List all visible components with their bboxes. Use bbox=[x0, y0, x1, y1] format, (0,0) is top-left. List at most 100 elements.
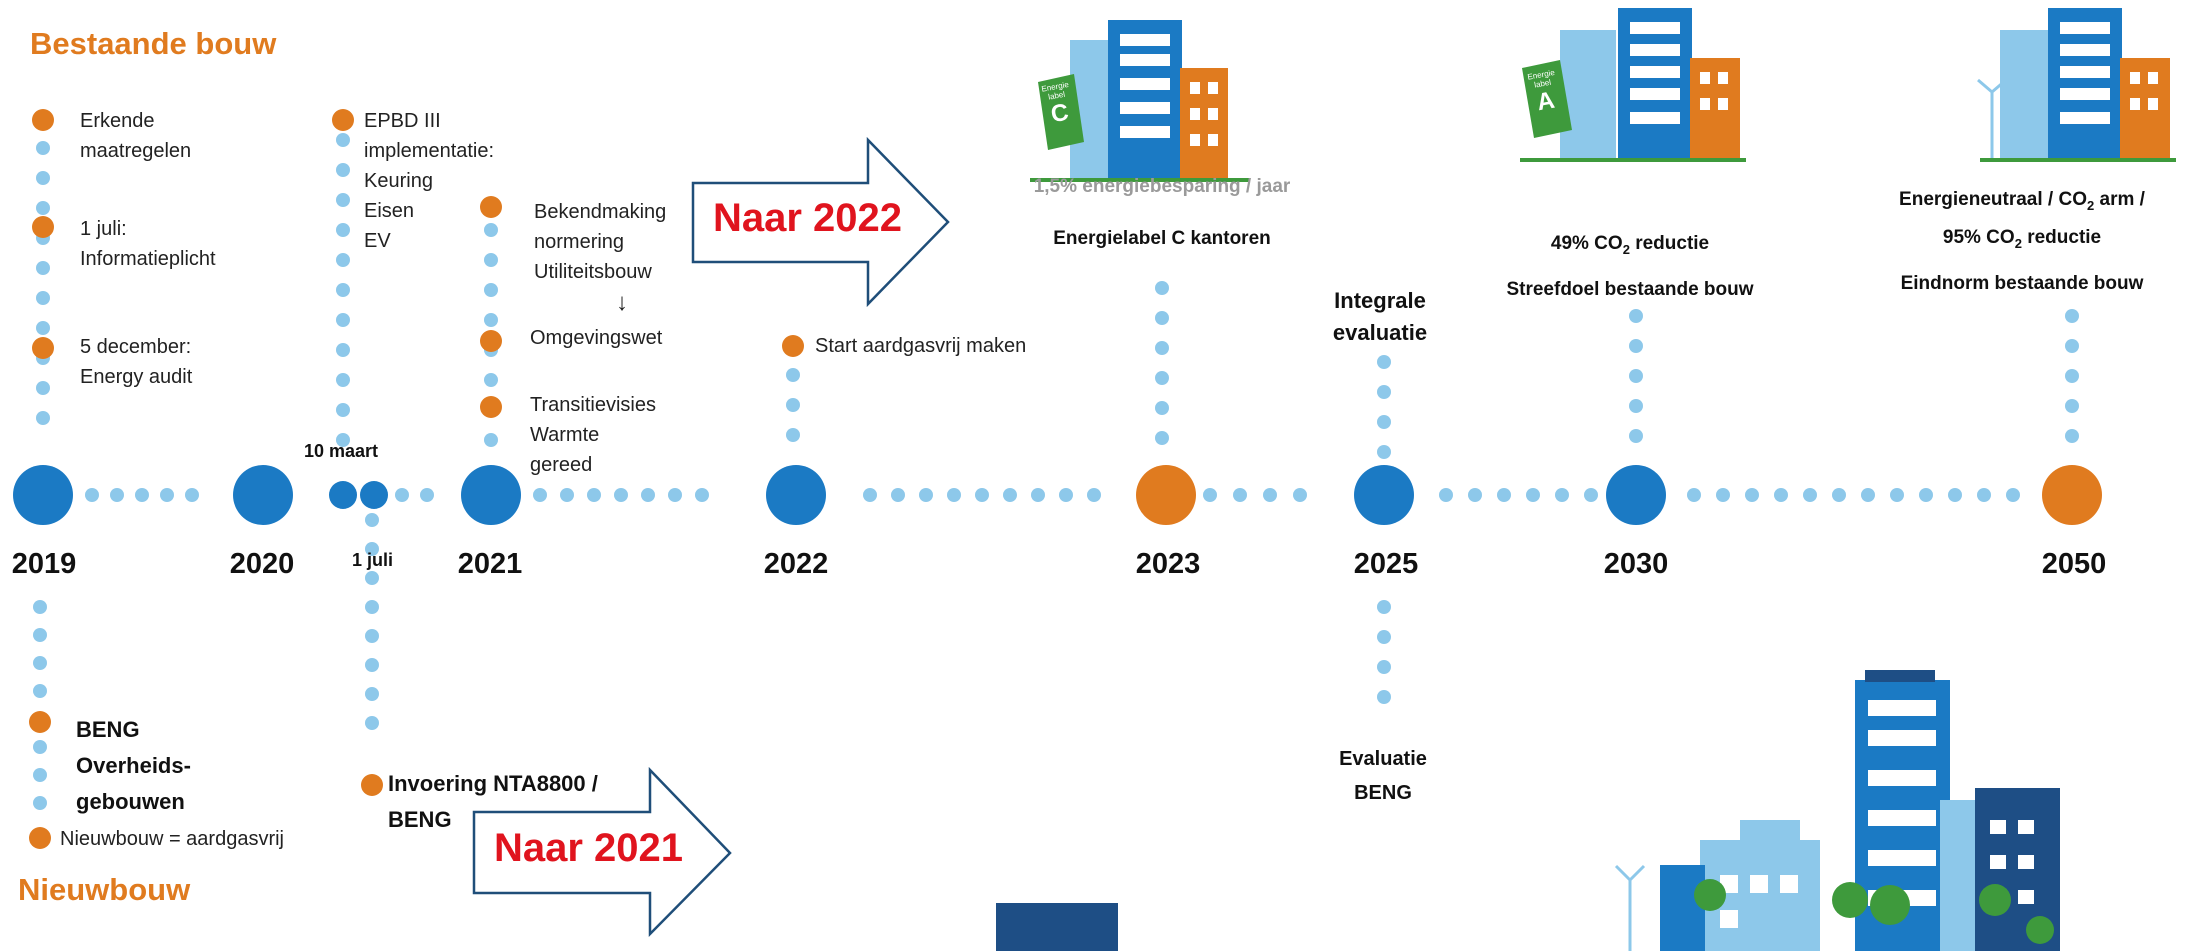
connector-dot bbox=[1629, 309, 1643, 323]
line: BENG bbox=[388, 807, 452, 832]
t: 2 bbox=[2014, 235, 2022, 251]
connector-dot bbox=[1745, 488, 1759, 502]
line: Energy audit bbox=[80, 366, 193, 388]
connector-dot bbox=[33, 768, 47, 782]
connector-dot bbox=[1803, 488, 1817, 502]
connector-dot bbox=[1468, 488, 1482, 502]
orange-bullet bbox=[332, 109, 354, 131]
line: Invoering NTA8800 / bbox=[388, 771, 598, 796]
text-energielabel-c: Energielabel C kantoren bbox=[1053, 228, 1271, 249]
connector-dot bbox=[919, 488, 933, 502]
connector-dot bbox=[1716, 488, 1730, 502]
connector-dot bbox=[1687, 488, 1701, 502]
orange-bullet bbox=[480, 330, 502, 352]
t: 2 bbox=[1622, 241, 1630, 257]
connector-dot bbox=[1155, 341, 1169, 355]
connector-dot bbox=[36, 321, 50, 335]
connector-dot bbox=[336, 373, 350, 387]
milestone-circle bbox=[461, 465, 521, 525]
connector-dot bbox=[1977, 488, 1991, 502]
text-2030-goal: 49% CO2 reductie Streefdoel bestaande bo… bbox=[1470, 224, 1790, 310]
connector-dot bbox=[336, 433, 350, 447]
connector-dot bbox=[1526, 488, 1540, 502]
connector-dot bbox=[786, 428, 800, 442]
line: Transitievisies bbox=[530, 394, 656, 416]
connector-dot bbox=[336, 283, 350, 297]
connector-dot bbox=[1377, 600, 1391, 614]
connector-dot bbox=[36, 261, 50, 275]
line: BENG bbox=[76, 717, 140, 742]
connector-dot bbox=[336, 403, 350, 417]
connector-dot bbox=[1377, 385, 1391, 399]
connector-dot bbox=[160, 488, 174, 502]
line: Eisen bbox=[364, 200, 415, 222]
connector-dot bbox=[1233, 488, 1247, 502]
line: Bekendmaking bbox=[534, 201, 667, 223]
line: maatregelen bbox=[80, 140, 192, 162]
connector-dot bbox=[1203, 488, 1217, 502]
line: EPBD III bbox=[364, 110, 441, 132]
connector-dot bbox=[1948, 488, 1962, 502]
t: 2 bbox=[2087, 197, 2095, 213]
section-title-existing: Bestaande bouw bbox=[30, 26, 277, 61]
connector-dot bbox=[365, 542, 379, 556]
connector-dot bbox=[33, 628, 47, 642]
connector-dot bbox=[395, 488, 409, 502]
text-nieuwbouw-aardgasvrij: Nieuwbouw = aardgasvrij bbox=[60, 828, 285, 850]
label-naar-2021: Naar 2021 bbox=[494, 826, 684, 870]
line: 1 juli: bbox=[80, 218, 127, 240]
line: gereed bbox=[530, 454, 593, 476]
line: Streefdoel bestaande bouw bbox=[1506, 278, 1754, 300]
milestone-circle bbox=[766, 465, 826, 525]
connector-dot bbox=[336, 223, 350, 237]
orange-bullet bbox=[29, 827, 51, 849]
line: normering bbox=[534, 231, 625, 253]
connector-dot bbox=[1155, 371, 1169, 385]
connector-dot bbox=[1377, 690, 1391, 704]
down-arrow-glyph: ↓ bbox=[616, 289, 628, 316]
year-2021: 2021 bbox=[457, 548, 523, 580]
connector-dot bbox=[786, 368, 800, 382]
connector-dot bbox=[135, 488, 149, 502]
connector-dot bbox=[36, 411, 50, 425]
connector-dot bbox=[1155, 401, 1169, 415]
connector-dot bbox=[33, 656, 47, 670]
connector-dot bbox=[1059, 488, 1073, 502]
year-2023: 2023 bbox=[1135, 548, 1201, 580]
connector-dot bbox=[975, 488, 989, 502]
connector-dot bbox=[2065, 399, 2079, 413]
t: 49% CO bbox=[1550, 233, 1623, 254]
connector-dot bbox=[1377, 415, 1391, 429]
text-omgevingswet: Omgevingswet bbox=[530, 327, 663, 349]
connector-dot bbox=[1832, 488, 1846, 502]
line: gebouwen bbox=[76, 789, 185, 814]
connector-dot bbox=[533, 488, 547, 502]
connector-dot bbox=[1087, 488, 1101, 502]
line: EV bbox=[364, 230, 391, 252]
connector-dot bbox=[1890, 488, 1904, 502]
line: Warmte bbox=[530, 424, 600, 446]
connector-dot bbox=[614, 488, 628, 502]
connector-dot bbox=[1774, 488, 1788, 502]
connector-dot bbox=[336, 133, 350, 147]
milestone-small-circle bbox=[360, 481, 388, 509]
buildings-2050-illustration bbox=[1977, 8, 2176, 162]
connector-dot bbox=[1377, 355, 1391, 369]
t: reductie bbox=[1629, 233, 1710, 254]
connector-dot bbox=[2065, 369, 2079, 383]
connector-dot bbox=[484, 433, 498, 447]
connector-dot bbox=[668, 488, 682, 502]
arrow-naar-2022 bbox=[691, 136, 950, 308]
line-95-co2: 95% CO2 reductie bbox=[1846, 222, 2198, 260]
text-beng-overheidsgebouwen: BENG Overheids- gebouwen bbox=[76, 712, 191, 820]
navy-block bbox=[996, 903, 1118, 951]
connector-dot bbox=[587, 488, 601, 502]
connector-dot bbox=[484, 373, 498, 387]
year-2022: 2022 bbox=[763, 548, 829, 580]
text-evaluatie-beng: Evaluatie BENG bbox=[1303, 742, 1463, 810]
connector-dot bbox=[33, 740, 47, 754]
connector-dot bbox=[36, 141, 50, 155]
connector-dot bbox=[36, 291, 50, 305]
connector-dot bbox=[365, 658, 379, 672]
